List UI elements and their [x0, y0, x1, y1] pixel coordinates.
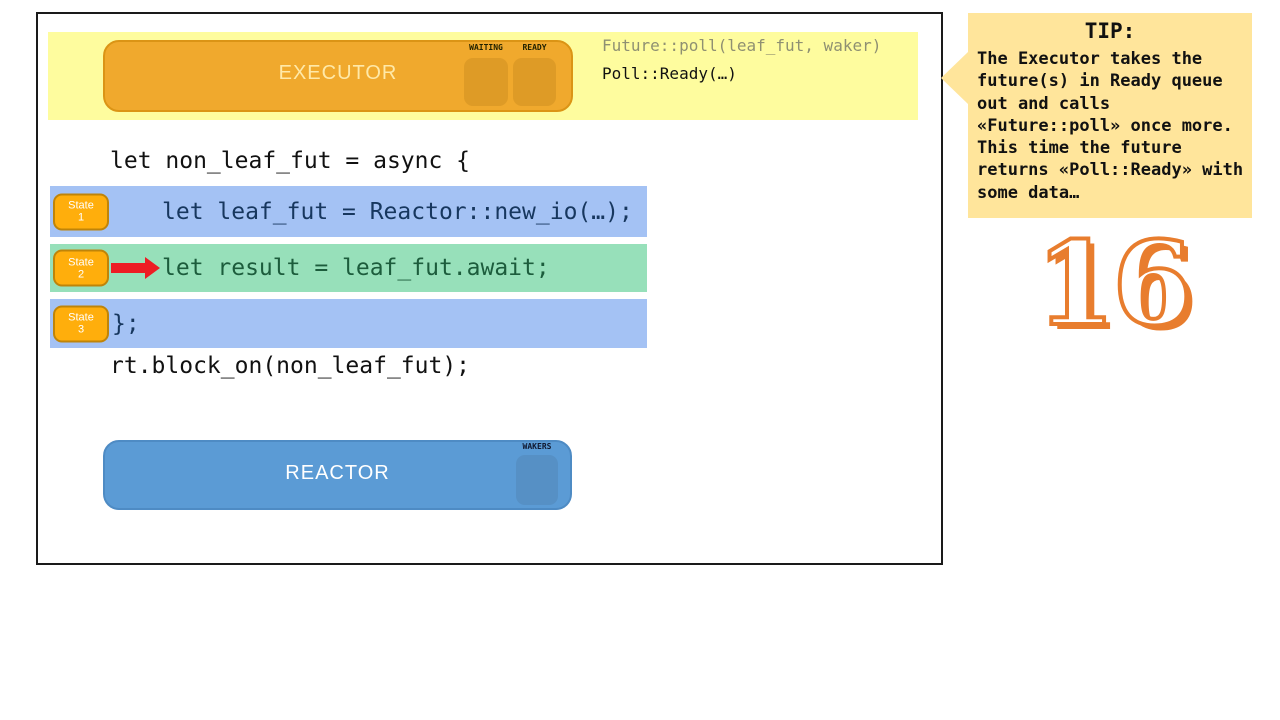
- reactor-box: [103, 440, 572, 510]
- state-badge-number: 2: [77, 268, 85, 280]
- current-line-arrowhead-icon: [145, 257, 160, 279]
- code-line-leaf-fut: let leaf_fut = Reactor::new_io(…);: [162, 198, 633, 225]
- state-2-badge: State 2: [53, 249, 109, 287]
- state-badge-number: 1: [77, 211, 85, 224]
- tip-body-text: The Executor takes the future(s) in Read…: [977, 49, 1244, 203]
- state-badge-label: State: [68, 256, 94, 268]
- state-1-badge: State 1: [53, 193, 109, 230]
- code-line-await: let result = leaf_fut.await;: [162, 255, 550, 281]
- state-badge-label: State: [68, 311, 94, 324]
- reactor-label: REACTOR: [285, 462, 390, 484]
- page-number: 16: [1033, 217, 1194, 352]
- ready-queue-label: READY: [522, 43, 547, 52]
- code-row-state-1: State 1 let leaf_fut = Reactor::new_io(……: [50, 186, 647, 237]
- poll-ready-result-text: Poll::Ready(…): [602, 64, 737, 83]
- current-line-arrow-icon: [111, 263, 146, 273]
- code-line-close-brace: };: [112, 310, 140, 337]
- wakers-slot: [516, 455, 558, 505]
- future-poll-call-text: Future::poll(leaf_fut, waker): [602, 36, 882, 55]
- code-row-state-2: State 2 let result = leaf_fut.await;: [50, 244, 647, 292]
- code-row-state-3: State 3 };: [50, 299, 647, 348]
- executor-label: EXECUTOR: [278, 62, 398, 84]
- state-3-badge: State 3: [53, 305, 109, 342]
- waiting-queue-label: WAITING: [469, 43, 503, 52]
- state-badge-number: 3: [77, 323, 85, 336]
- tip-callout-tail: [941, 52, 968, 104]
- wakers-label: WAKERS: [522, 442, 552, 451]
- code-line-block-on: rt.block_on(non_leaf_fut);: [110, 353, 471, 379]
- state-badge-label: State: [68, 199, 94, 212]
- code-line-async-open: let non_leaf_fut = async {: [110, 148, 471, 174]
- tip-callout-box: [968, 13, 1252, 218]
- waiting-queue-slot: [464, 58, 508, 106]
- ready-queue-slot: [513, 58, 556, 106]
- tip-title: TIP:: [1084, 19, 1136, 43]
